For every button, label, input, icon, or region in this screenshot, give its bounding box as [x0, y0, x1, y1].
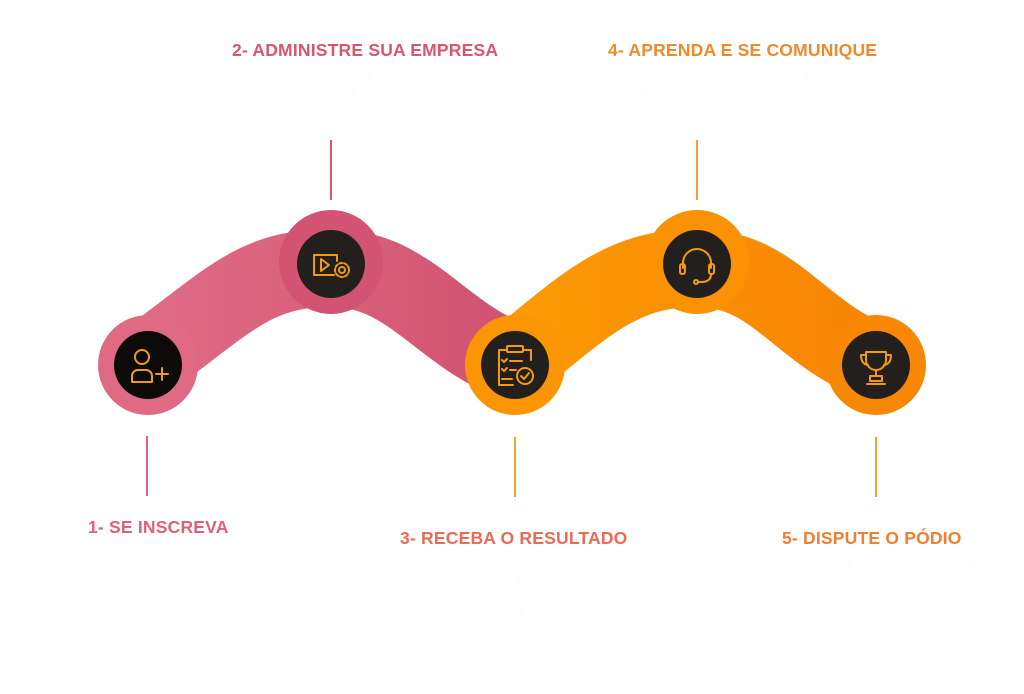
connector-line-2	[330, 140, 332, 200]
step-description: As melhores equipes avançam para a final…	[782, 556, 992, 587]
step-title: 1- SE INSCREVA	[88, 517, 229, 537]
user-plus-icon	[114, 331, 182, 399]
checklist-icon	[481, 331, 549, 399]
step-4: 4- APRENDA E SE COMUNIQUE Tire suas dúvi…	[608, 40, 878, 100]
connector-line-3	[514, 437, 516, 497]
step-title: 5- DISPUTE O PÓDIO	[782, 528, 962, 548]
step-description: Ao final de cada rodada, receba o relató…	[400, 556, 727, 620]
step-3: 3- RECEBA O RESULTADO Ao final de cada r…	[400, 528, 735, 621]
step-5: 5- DISPUTE O PÓDIO As melhores equipes a…	[782, 528, 992, 588]
step-title: 3- RECEBA O RESULTADO	[400, 528, 628, 548]
step-description: Tire suas dúvidas com os tutores e conve…	[608, 68, 856, 99]
connector-line-1	[146, 436, 148, 496]
video-settings-icon	[297, 230, 365, 298]
step-title: 4- APRENDA E SE COMUNIQUE	[608, 40, 878, 60]
connector-line-5	[875, 437, 877, 497]
connector-line-4	[696, 140, 698, 200]
step-1: 1- SE INSCREVA Faça seu cadastro e forme…	[88, 517, 273, 577]
trophy-icon	[842, 331, 910, 399]
step-title: 2- ADMINISTRE SUA EMPRESA	[232, 40, 499, 60]
step-description: Assista aos vídeos, tome as decisões da …	[232, 68, 513, 115]
step-description: Faça seu cadastro e forme a sua equipe.	[88, 545, 271, 576]
step-2: 2- ADMINISTRE SUA EMPRESA Assista aos ví…	[232, 40, 522, 117]
headset-icon	[663, 230, 731, 298]
